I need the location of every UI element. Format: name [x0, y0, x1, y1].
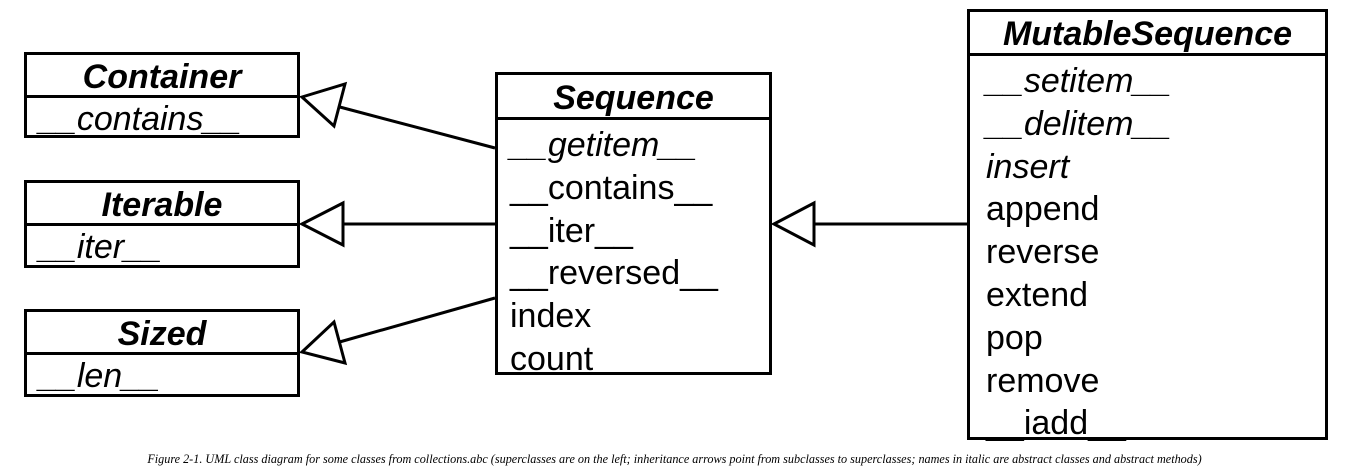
class-members: __setitem__ __delitem__ insert append re… [970, 56, 1325, 449]
class-mutablesequence: MutableSequence __setitem__ __delitem__ … [967, 9, 1328, 440]
method-reverse: reverse [986, 233, 1100, 272]
method-remove: remove [986, 361, 1100, 400]
method-pop: pop [986, 318, 1043, 357]
method-reversed: __reversed__ [510, 254, 718, 293]
class-container: Container __contains__ [24, 52, 300, 138]
class-members: __contains__ [27, 98, 297, 136]
class-name: Sized [27, 312, 297, 355]
class-members: __iter__ [27, 226, 297, 264]
method-len: __len__ [39, 357, 161, 395]
class-members: __len__ [27, 355, 297, 393]
method-extend: extend [986, 275, 1089, 314]
method-contains: __contains__ [39, 100, 242, 138]
method-setitem: __setitem__ [986, 62, 1172, 100]
arrow-sequence-to-sized [298, 296, 496, 366]
method-insert: insert [986, 147, 1070, 186]
method-count: count [510, 339, 594, 378]
method-iter: __iter__ [39, 228, 162, 266]
class-name: MutableSequence [970, 12, 1325, 56]
class-iterable: Iterable __iter__ [24, 180, 300, 268]
method-append: append [986, 190, 1100, 229]
arrow-mutablesequence-to-sequence [770, 200, 967, 248]
method-getitem: __getitem__ [510, 126, 698, 164]
method-iadd: __iadd__ [986, 404, 1126, 443]
class-sequence: Sequence __getitem__ __contains__ __iter… [495, 72, 772, 376]
class-members: __getitem__ __contains__ __iter__ __reve… [498, 120, 769, 385]
method-delitem: __delitem__ [986, 104, 1172, 143]
arrow-sequence-to-iterable [298, 200, 495, 248]
method-index: index [510, 297, 592, 336]
figure-caption: Figure 2-1. UML class diagram for some c… [147, 452, 1202, 466]
class-sized: Sized __len__ [24, 309, 300, 397]
class-name: Iterable [27, 183, 297, 226]
method-iter: __iter__ [510, 211, 633, 250]
method-contains: __contains__ [510, 168, 713, 207]
class-name: Sequence [498, 75, 769, 120]
arrow-sequence-to-container [299, 81, 496, 150]
class-name: Container [27, 55, 297, 98]
